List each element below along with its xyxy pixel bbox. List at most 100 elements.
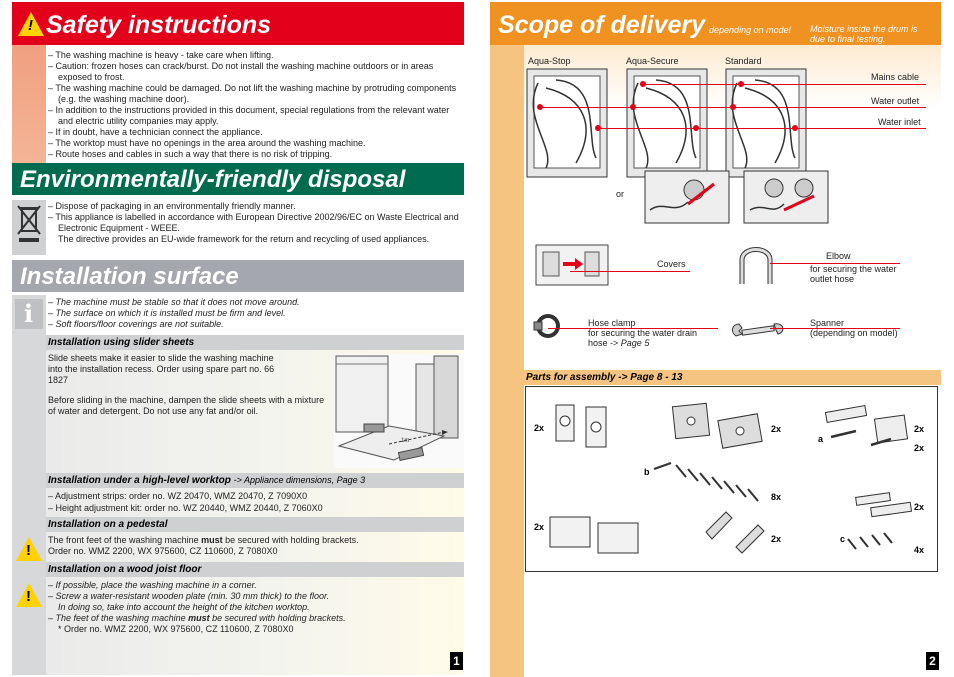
- disposal-header: Environmentally-friendly disposal: [12, 163, 464, 195]
- machine-back-standard: [725, 68, 807, 178]
- model-label: Aqua-Secure: [626, 56, 679, 66]
- pedestal-heading: Installation on a pedestal: [46, 517, 464, 532]
- scope-side-bar: [490, 45, 524, 677]
- disposal-list: – Dispose of packaging in an environment…: [48, 201, 462, 245]
- pedestal-plate-pair: [549, 516, 639, 554]
- safety-side-bar: [12, 45, 46, 163]
- spanner-illustration: [731, 323, 784, 337]
- water-inlet-label: Water inlet: [878, 117, 921, 127]
- quantity-label: 4x: [914, 545, 925, 555]
- hose-clamp-label: Hose clamp: [588, 318, 636, 328]
- warning-icon: !: [16, 583, 42, 607]
- list-item: – The worktop must have no openings in t…: [48, 138, 366, 148]
- parts-illustrations: [549, 402, 913, 554]
- elbow-label: Elbow: [826, 251, 851, 261]
- list-item: – The surface on which it is installed m…: [48, 308, 286, 318]
- inlet-detail-illustrations: [644, 170, 829, 224]
- dimension-label: 1m: [401, 438, 409, 444]
- list-item: – Screw a water-resistant wooden plate (…: [48, 591, 330, 601]
- slider-p2: Before sliding in the machine, dampen th…: [48, 395, 325, 416]
- slider-sheet-illustration: 1m: [334, 354, 464, 468]
- bracket-pair: [671, 402, 763, 449]
- quantity-label: 2x: [534, 423, 545, 433]
- wood-heading: Installation on a wood joist floor: [46, 562, 464, 577]
- list-item: – The machine must be stable so that it …: [48, 297, 300, 307]
- covers-line: [570, 271, 690, 272]
- screw-set-c: [847, 532, 893, 550]
- installation-title: Installation surface: [20, 263, 239, 290]
- page-number: 2: [926, 652, 939, 670]
- spanner-line: [770, 328, 900, 329]
- worktop-heading: Installation under a high-level worktop …: [46, 473, 464, 488]
- marker-dot: [730, 104, 736, 110]
- page-number: 1: [450, 652, 463, 670]
- installation-header: Installation surface: [12, 260, 464, 292]
- quantity-label: 2x: [914, 443, 925, 453]
- list-item: – Dispose of packaging in an environment…: [48, 201, 296, 211]
- water-outlet-label: Water outlet: [871, 96, 920, 106]
- mains-cable-line: [640, 84, 926, 85]
- model-label: Aqua-Stop: [528, 56, 571, 66]
- quantity-label: 2x: [914, 502, 925, 512]
- safety-list: – The washing machine is heavy - take ca…: [48, 50, 462, 160]
- installation-list: – The machine must be stable so that it …: [48, 297, 462, 330]
- warning-icon: !: [18, 12, 44, 36]
- quantity-label: 2x: [534, 522, 545, 532]
- model-label: Standard: [725, 56, 762, 66]
- screw-set-b: [653, 462, 759, 502]
- quantity-label: 2x: [914, 424, 925, 434]
- quantity-label: 2x: [771, 534, 782, 544]
- pedestal-line2: Order no. WMZ 2200, WX 975600, CZ 110600…: [48, 546, 278, 556]
- marker-dot: [738, 81, 744, 87]
- worktop-heading-ref: -> Appliance dimensions, Page 3: [233, 475, 366, 485]
- list-item: In doing so, take into account the heigh…: [58, 602, 310, 612]
- hose-clamp-illustration: [533, 314, 560, 338]
- marker-dot: [537, 104, 543, 110]
- machine-back-aqua-secure: [626, 68, 708, 178]
- cover-plate-pair: [555, 404, 607, 448]
- pedestal-text: The front feet of the washing machine mu…: [48, 535, 462, 557]
- list-item: – The washing machine is heavy - take ca…: [48, 50, 274, 60]
- worktop-list: – Adjustment strips: order no. WZ 20470,…: [48, 490, 462, 514]
- list-item: – Route hoses and cables in such a way t…: [48, 149, 333, 159]
- list-item: – This appliance is labelled in accordan…: [48, 212, 459, 233]
- clip-strip-pair: [855, 492, 913, 518]
- scope-subtitle: depending on model: [709, 25, 791, 35]
- marker-dot: [693, 125, 699, 131]
- marker-dot: [630, 104, 636, 110]
- tooth-bracket-pair: [705, 511, 765, 554]
- part-letter-a: a: [818, 434, 824, 444]
- list-item: – Soft floors/floor coverings are not su…: [48, 319, 224, 329]
- moisture-note: Moisture inside the drum is due to final…: [810, 24, 918, 44]
- spanner-description: (depending on model): [810, 328, 898, 338]
- crossed-bin-icon: [17, 205, 41, 242]
- slider-heading: Installation using slider sheets: [46, 335, 464, 350]
- hose-clamp-line: [548, 328, 718, 329]
- covers-illustration: [535, 244, 609, 286]
- list-item: – The feet of the washing machine must b…: [48, 613, 346, 623]
- safety-header: ! Safety instructions: [12, 2, 464, 45]
- marker-dot: [640, 81, 646, 87]
- or-label: or: [616, 189, 625, 199]
- list-item: – If possible, place the washing machine…: [48, 580, 257, 590]
- elbow-line: [770, 263, 900, 264]
- part-letter-b: b: [644, 467, 650, 477]
- covers-label: Covers: [657, 259, 686, 269]
- machine-back-aqua-stop: [526, 68, 608, 178]
- warning-icon: !: [16, 537, 42, 561]
- disposal-title: Environmentally-friendly disposal: [20, 166, 406, 193]
- spanner-label: Spanner: [810, 318, 845, 328]
- elbow-description: for securing the water outlet hose: [810, 264, 897, 284]
- machine-back-illustrations: [526, 68, 807, 178]
- quantity-label: 8x: [771, 492, 782, 502]
- list-item: – In addition to the instructions provid…: [48, 105, 450, 126]
- safety-title: Safety instructions: [46, 11, 272, 39]
- mains-cable-label: Mains cable: [871, 72, 920, 82]
- worktop-heading-text: Installation under a high-level worktop: [48, 475, 231, 486]
- elbow-illustration: [739, 247, 773, 284]
- hose-clamp-description: for securing the water drain hose -> Pag…: [588, 328, 698, 348]
- list-item: The directive provides an EU-wide framew…: [58, 234, 430, 244]
- quantity-label: 2x: [771, 424, 782, 434]
- list-item: – The washing machine could be damaged. …: [48, 83, 457, 104]
- list-item: – Caution: frozen hoses can crack/burst.…: [48, 61, 434, 82]
